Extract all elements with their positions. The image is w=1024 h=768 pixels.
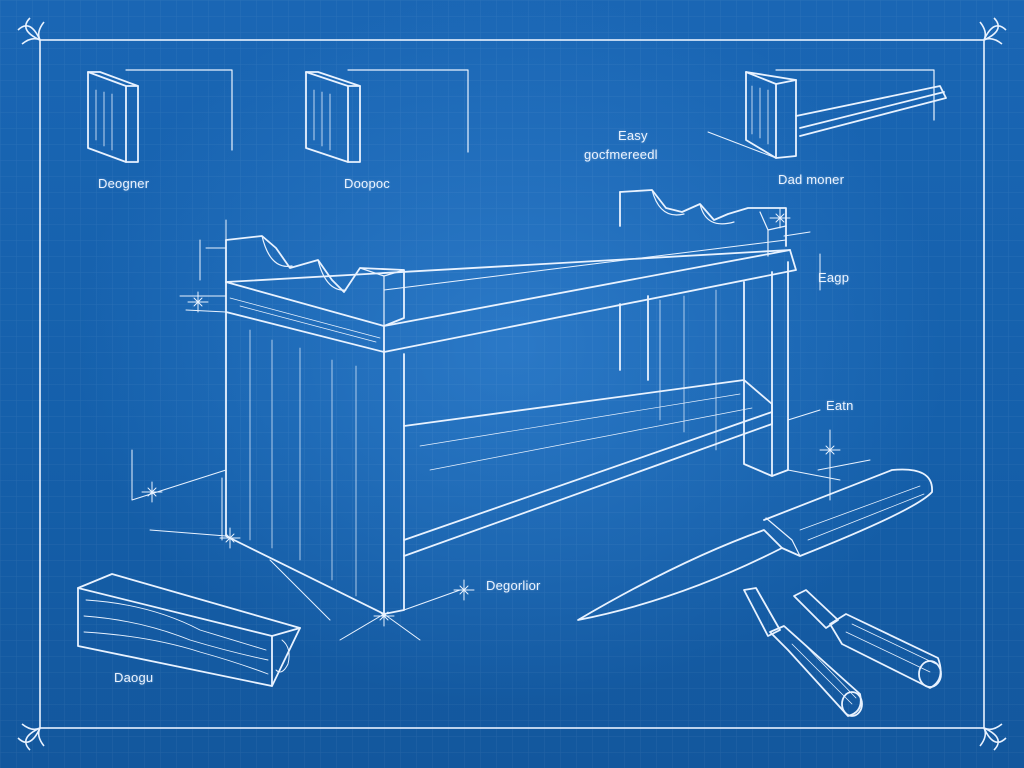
label-bottom-center: Degorlior: [486, 578, 541, 593]
label-title-line2: gocfmereedl: [584, 147, 658, 162]
board-icon: [305, 69, 469, 163]
board-icon: [87, 69, 233, 163]
label-top-middle: Doopoc: [344, 176, 391, 191]
corner-joint-icon: [707, 69, 947, 159]
knife-icon: [577, 468, 933, 621]
bench-icon: [131, 189, 871, 641]
chisel-icon: [743, 587, 863, 717]
label-bottom-left: Daogu: [114, 670, 154, 685]
label-right-lower: Eatn: [826, 398, 854, 413]
label-top-right: Dad moner: [778, 172, 845, 187]
label-title-line1: Easy: [618, 128, 648, 143]
wood-block-icon: [77, 573, 301, 687]
label-top-left: Deogner: [98, 176, 150, 191]
label-right-upper: Eagp: [818, 270, 850, 285]
border-frame: [17, 17, 1007, 751]
chisel-icon: [793, 589, 942, 689]
